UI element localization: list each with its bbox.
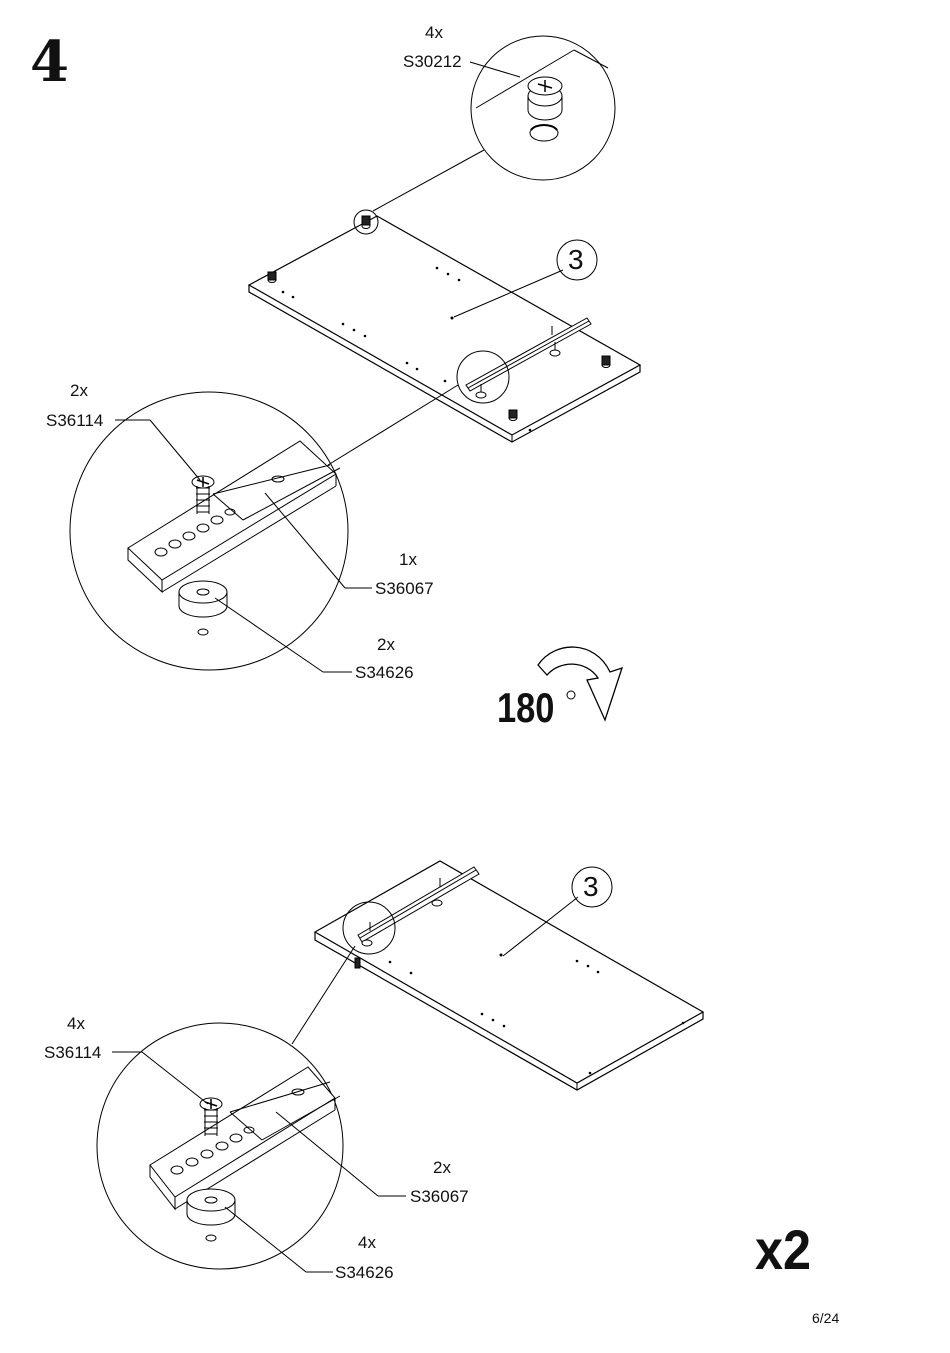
screw-qty-top: 2x xyxy=(70,381,88,400)
panel-callout-number: 3 xyxy=(568,244,584,275)
cam-lock-detail xyxy=(469,35,616,181)
rail-detail-top xyxy=(69,391,372,673)
rotate-label: 180 xyxy=(497,684,555,731)
top-panel xyxy=(247,149,642,466)
screw-code-top: S36114 xyxy=(46,411,104,430)
cam-lock-code: S30212 xyxy=(403,52,462,71)
cam-lock-qty: 4x xyxy=(425,23,443,42)
quantity-multiplier: x2 xyxy=(755,1218,812,1281)
page-number: 6/24 xyxy=(812,1310,840,1326)
rail-code-top: S36067 xyxy=(375,579,434,598)
rail-code-bottom: S36067 xyxy=(410,1187,469,1206)
spacer-code-bottom: S34626 xyxy=(335,1263,394,1282)
step-number: 4 xyxy=(30,29,69,95)
screw-qty-bottom: 4x xyxy=(67,1014,85,1033)
spacer-qty-bottom: 4x xyxy=(358,1233,376,1252)
rail-detail-bottom xyxy=(96,1022,406,1273)
panel-callout-circle-bottom xyxy=(571,866,613,908)
spacer-qty-top: 2x xyxy=(377,635,395,654)
spacer-code-top: S34626 xyxy=(355,663,414,682)
screw-code-bottom: S36114 xyxy=(44,1043,102,1062)
panel-callout-circle xyxy=(556,239,598,281)
rail-qty-bottom: 2x xyxy=(433,1158,451,1177)
rail-qty-top: 1x xyxy=(399,550,417,569)
panel-callout-number-bottom: 3 xyxy=(583,871,599,902)
rotate-arrow-icon xyxy=(537,646,624,722)
bottom-panel xyxy=(291,860,705,1091)
